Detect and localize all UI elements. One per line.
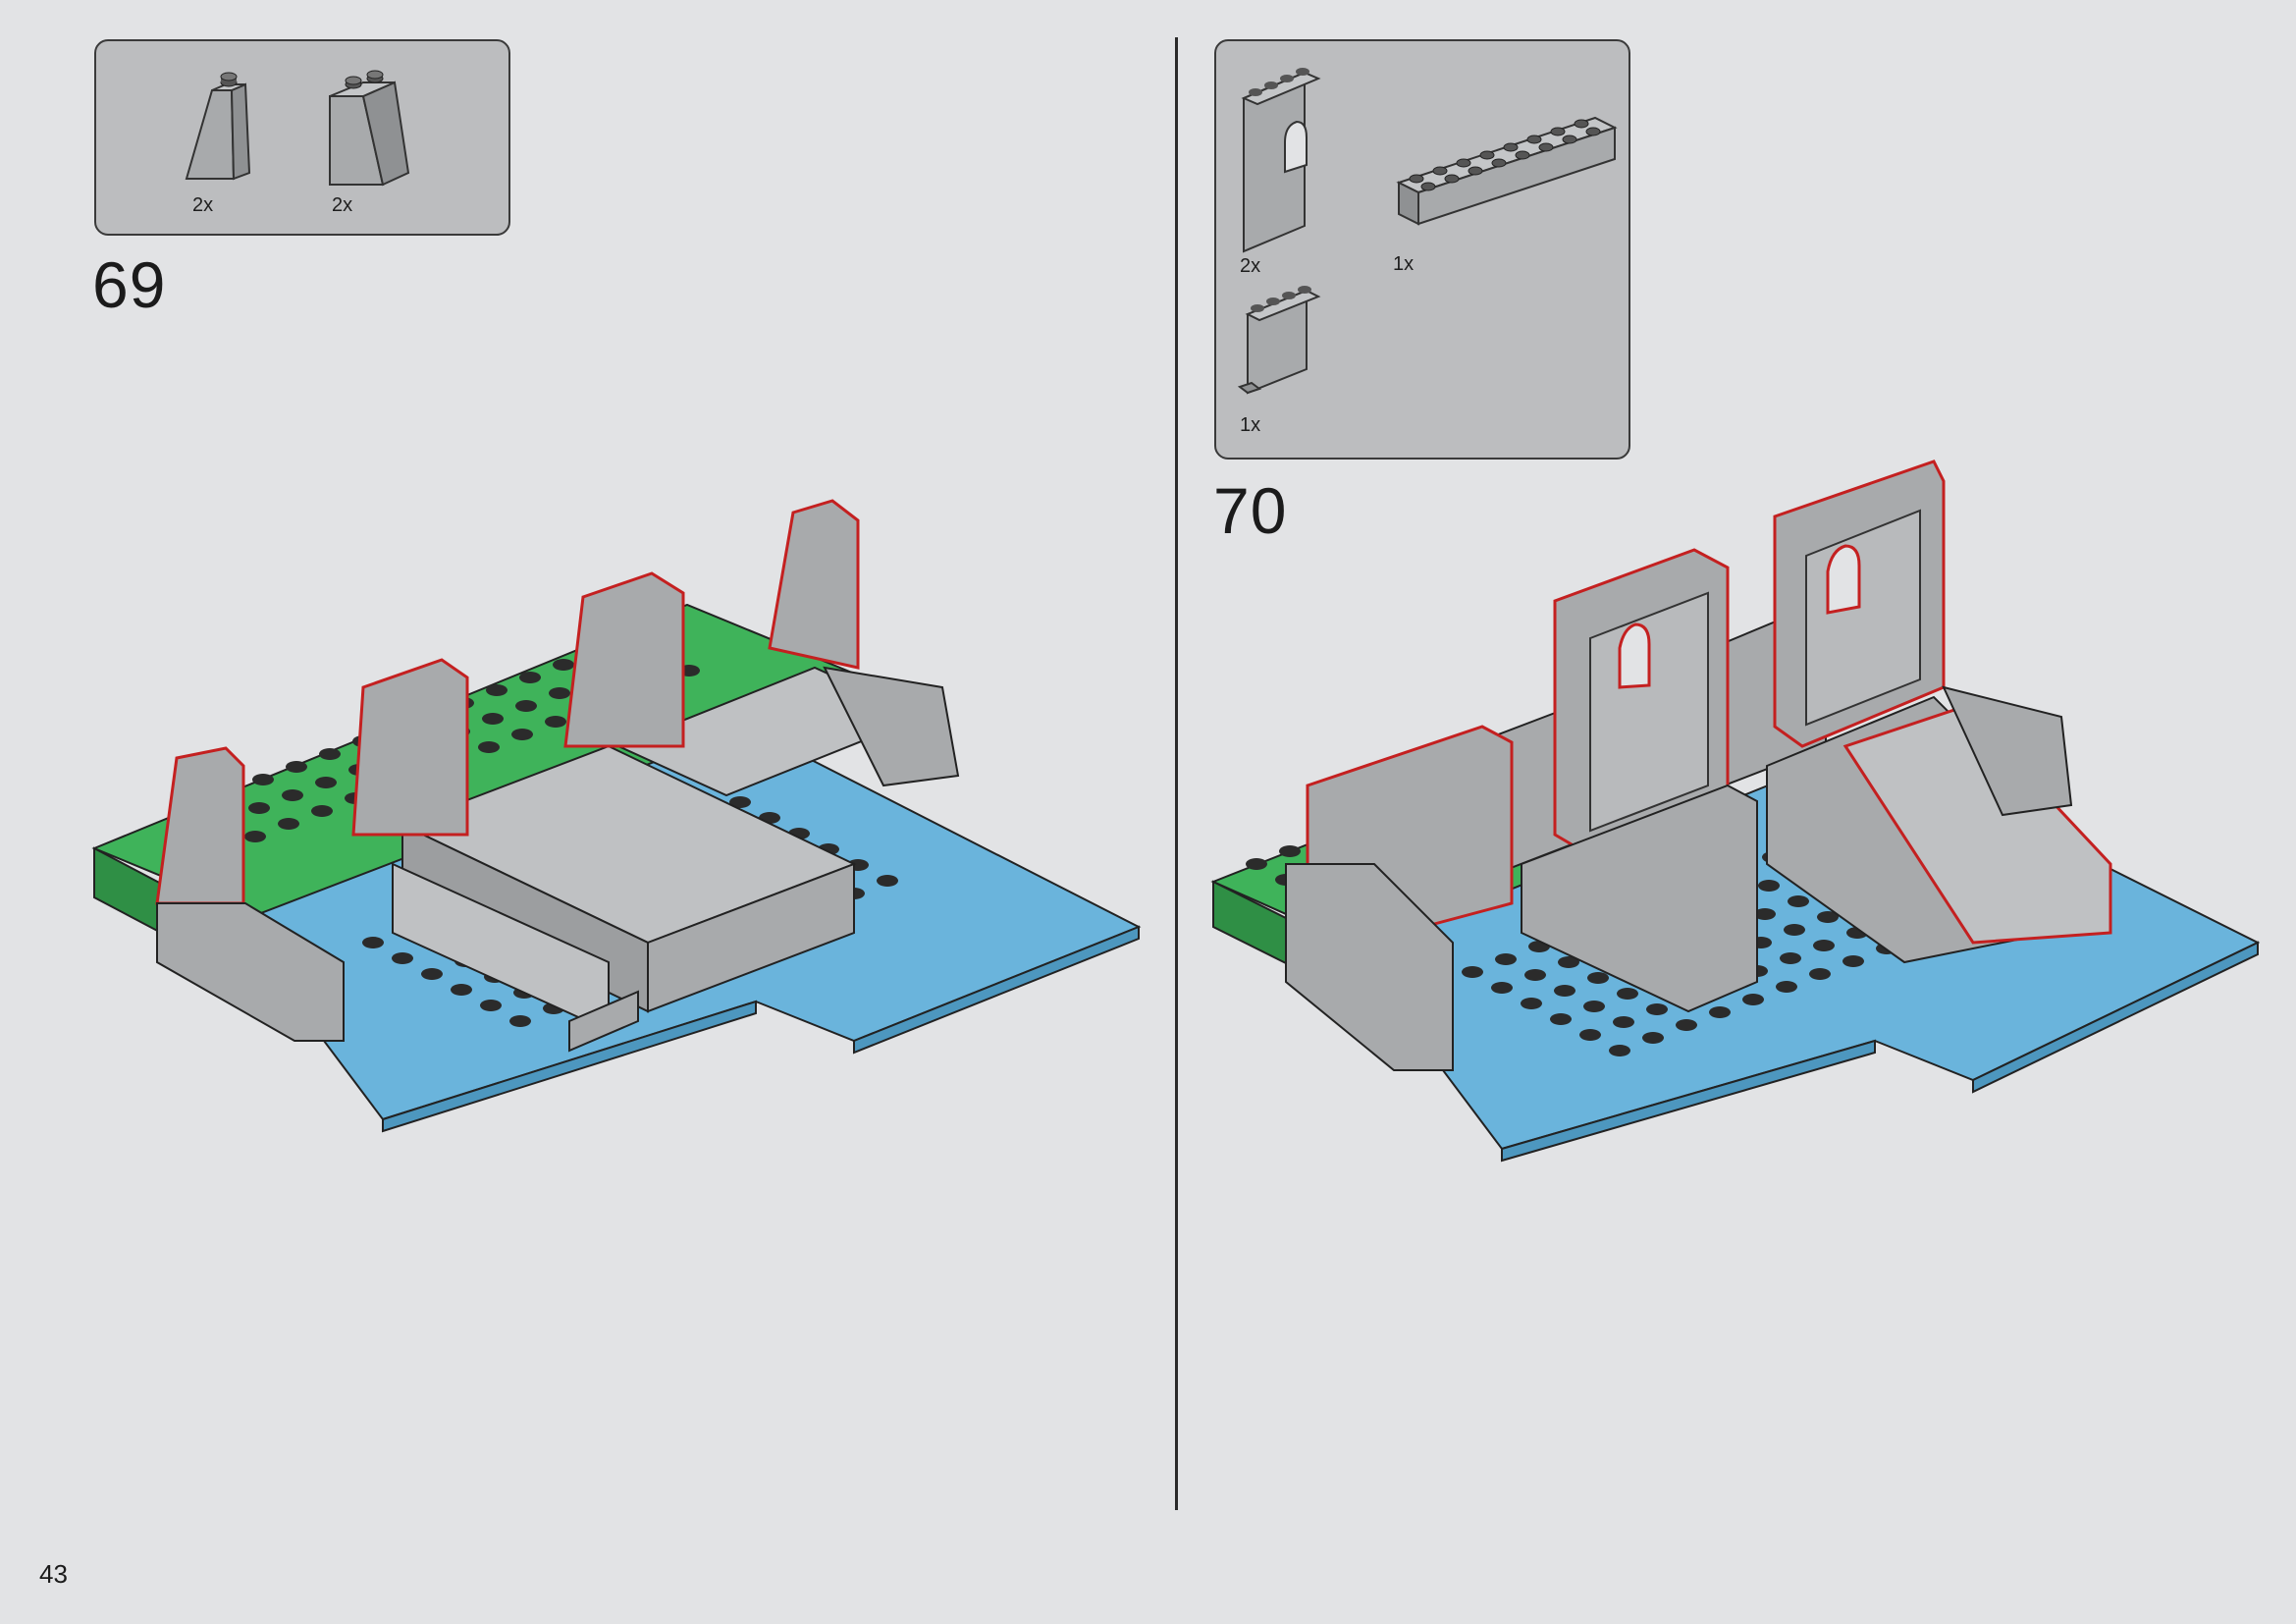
- brick-2x8-icon: [1396, 116, 1618, 226]
- part-count: 2x: [1240, 255, 1261, 277]
- stud: [1462, 966, 1483, 978]
- stud: [1554, 985, 1575, 997]
- stud: [1676, 1019, 1697, 1031]
- stud: [519, 672, 541, 683]
- stud: [511, 729, 533, 740]
- stud: [1754, 908, 1776, 920]
- page-divider: [1175, 37, 1178, 1510]
- wall-panel-window-icon: [1241, 68, 1321, 253]
- stud: [553, 659, 574, 671]
- stud: [549, 687, 570, 699]
- stud: [478, 741, 500, 753]
- stud: [1780, 952, 1801, 964]
- part-count: 2x: [332, 194, 353, 216]
- stud: [252, 774, 274, 785]
- wall-panel-icon: [1237, 286, 1321, 395]
- stud: [1246, 858, 1267, 870]
- stud: [1583, 1001, 1605, 1012]
- step-number: 69: [92, 248, 167, 321]
- stud: [1817, 911, 1839, 923]
- stud: [1709, 1006, 1731, 1018]
- part-count: 2x: [192, 194, 214, 216]
- stud: [1758, 880, 1780, 892]
- stud: [515, 700, 537, 712]
- stud: [729, 796, 751, 808]
- stud: [311, 805, 333, 817]
- stud: [1558, 956, 1579, 968]
- stud: [1617, 988, 1638, 1000]
- part-count: 1x: [1393, 253, 1415, 275]
- stud: [1613, 1016, 1634, 1028]
- stud: [362, 937, 384, 948]
- stud: [545, 716, 566, 728]
- stud: [480, 1000, 502, 1011]
- slope-brick-tall-icon: [185, 72, 251, 181]
- stud: [1646, 1003, 1668, 1015]
- stud: [1842, 955, 1864, 967]
- stud: [282, 789, 303, 801]
- stud: [278, 818, 299, 830]
- stud: [1776, 981, 1797, 993]
- parts-list-step-69: 2x 2x: [94, 39, 510, 236]
- stud: [1813, 940, 1835, 951]
- stud: [392, 952, 413, 964]
- stud: [1642, 1032, 1664, 1044]
- stud: [248, 802, 270, 814]
- stud: [286, 761, 307, 773]
- stud: [319, 748, 341, 760]
- stud: [486, 684, 507, 696]
- stud: [1521, 998, 1542, 1009]
- stud: [1742, 994, 1764, 1005]
- stud: [451, 984, 472, 996]
- stud: [482, 713, 504, 725]
- stud: [1495, 953, 1517, 965]
- stud: [1491, 982, 1513, 994]
- step-number: 70: [1213, 474, 1288, 547]
- page-number: 43: [39, 1559, 68, 1589]
- part-count: 1x: [1240, 414, 1261, 436]
- stud: [1550, 1013, 1572, 1025]
- slope-brick-wide-icon: [329, 70, 410, 187]
- stud: [1579, 1029, 1601, 1041]
- stud: [877, 875, 898, 887]
- stud: [1788, 895, 1809, 907]
- parts-list-step-70: 2x 1x 1x: [1214, 39, 1630, 460]
- stud: [1784, 924, 1805, 936]
- stud: [1524, 969, 1546, 981]
- stud: [421, 968, 443, 980]
- stud: [509, 1015, 531, 1027]
- stud: [1587, 972, 1609, 984]
- stud: [315, 777, 337, 788]
- stud: [244, 831, 266, 842]
- stud: [1809, 968, 1831, 980]
- stud: [1279, 845, 1301, 857]
- stud: [1609, 1045, 1630, 1056]
